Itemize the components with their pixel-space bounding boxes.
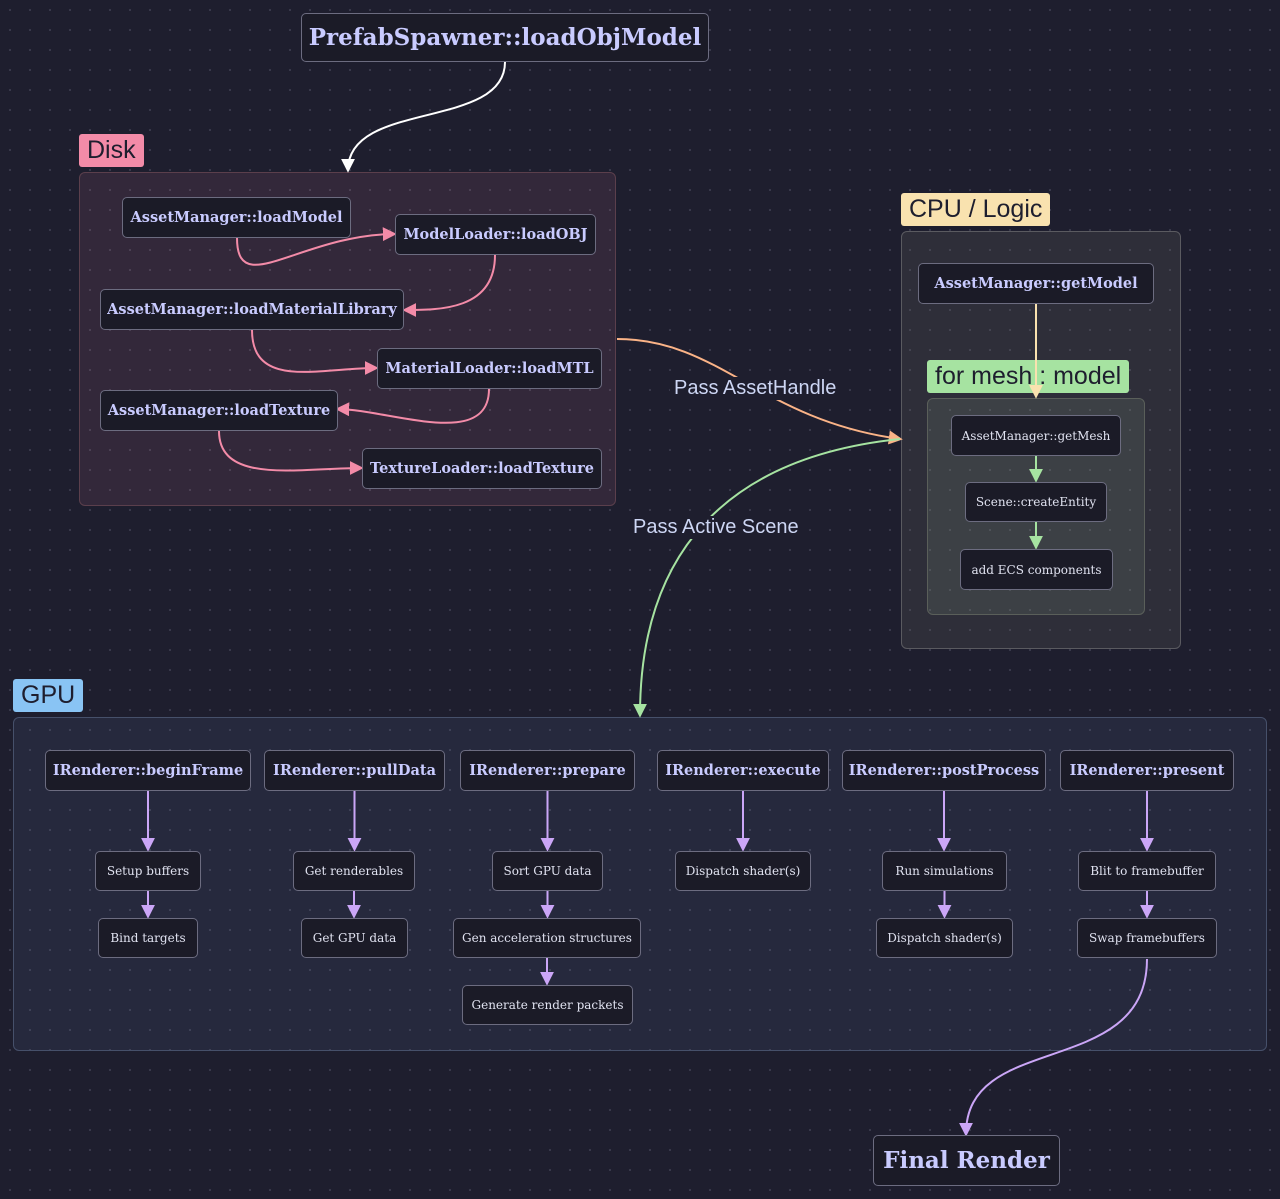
get-model-node[interactable]: AssetManager::getModel [918, 263, 1154, 304]
edge-label-asset-handle: Pass AssetHandle [670, 377, 841, 400]
stage-node[interactable]: IRenderer::present [1060, 750, 1234, 791]
step-node[interactable]: Get renderables [293, 851, 415, 891]
add-components-node[interactable]: add ECS components [960, 549, 1113, 590]
stage-node[interactable]: IRenderer::execute [657, 750, 829, 791]
step-node[interactable]: Setup buffers [95, 851, 201, 891]
edge-loadmodel-to-loadobj [236, 227, 397, 266]
cpu-group-label: CPU / Logic [901, 193, 1051, 226]
step-node[interactable]: Get GPU data [301, 918, 408, 958]
texture-loader-node[interactable]: TextureLoader::loadTexture [362, 448, 602, 489]
create-entity-node[interactable]: Scene::createEntity [965, 482, 1107, 522]
stage-node[interactable]: IRenderer::prepare [460, 750, 635, 791]
stage-node[interactable]: IRenderer::postProcess [842, 750, 1046, 791]
load-obj-node[interactable]: ModelLoader::loadOBJ [395, 214, 596, 255]
edge-present-to-final [959, 958, 1148, 1137]
load-texture-node[interactable]: AssetManager::loadTexture [100, 390, 338, 431]
stage-node[interactable]: IRenderer::pullData [264, 750, 445, 791]
disk-group-label: Disk [79, 134, 144, 167]
step-node[interactable]: Gen acceleration structures [453, 918, 641, 958]
step-node[interactable]: Swap framebuffers [1077, 918, 1217, 958]
edge-label-active-scene: Pass Active Scene [629, 516, 803, 539]
edge-cpu-to-gpu [633, 438, 901, 718]
get-mesh-node[interactable]: AssetManager::getMesh [951, 415, 1121, 456]
step-node[interactable]: Generate render packets [462, 985, 633, 1025]
gpu-group-label: GPU [13, 679, 84, 712]
load-mtl-node[interactable]: MaterialLoader::loadMTL [377, 348, 602, 389]
edge-loadmtl-to-loadtexture [335, 388, 490, 424]
stage-node[interactable]: IRenderer::beginFrame [45, 750, 251, 791]
step-node[interactable]: Dispatch shader(s) [876, 918, 1013, 958]
edge-loadobj-to-matlib [402, 254, 496, 317]
prefab-spawner-node[interactable]: PrefabSpawner::loadObjModel [301, 13, 709, 62]
loop-group-label: for mesh : model [927, 360, 1130, 393]
step-node[interactable]: Dispatch shader(s) [675, 851, 811, 891]
step-node[interactable]: Blit to framebuffer [1078, 851, 1216, 891]
load-material-library-node[interactable]: AssetManager::loadMaterialLibrary [100, 289, 404, 330]
step-node[interactable]: Bind targets [98, 918, 198, 958]
edge-loadtexture-to-textureloader [218, 430, 364, 476]
load-model-node[interactable]: AssetManager::loadModel [122, 197, 351, 238]
final-render-node[interactable]: Final Render [873, 1135, 1060, 1186]
step-node[interactable]: Sort GPU data [492, 851, 603, 891]
edge-matlib-to-loadmtl [251, 329, 379, 376]
edge-spawner-to-disk [341, 61, 506, 173]
step-node[interactable]: Run simulations [882, 851, 1007, 891]
